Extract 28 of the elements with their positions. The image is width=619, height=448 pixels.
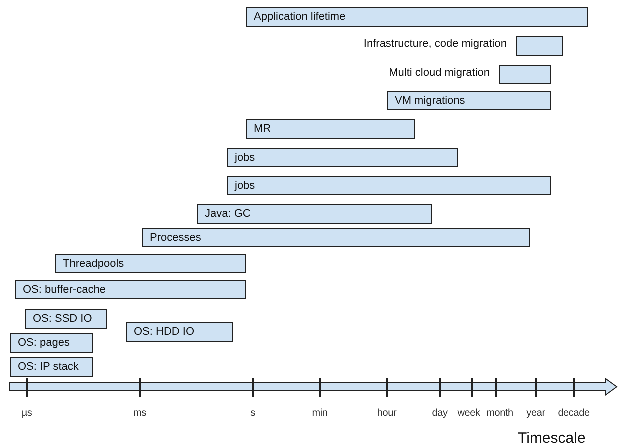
timespan-bar: OS: pages <box>10 333 93 353</box>
tick-label: year <box>526 408 546 419</box>
tick-label: decade <box>558 408 590 419</box>
timespan-bar: VM migrations <box>387 91 551 110</box>
tick-label: hour <box>377 408 397 419</box>
tick-label: month <box>486 408 514 419</box>
timespan-bar <box>499 65 551 84</box>
timespan-bar: jobs <box>227 176 551 195</box>
bar-label: Multi cloud migration <box>389 66 490 80</box>
timespan-bar: OS: buffer-cache <box>15 280 246 299</box>
timespan-bar: jobs <box>227 148 458 167</box>
tick-label: s <box>250 408 256 419</box>
tick-label: min <box>312 408 328 419</box>
timespan-bar: OS: IP stack <box>10 357 93 377</box>
bar-label: Infrastructure, code migration <box>364 37 507 51</box>
tick-label: µs <box>22 408 32 419</box>
timespan-bar <box>516 36 563 56</box>
timespan-bar: MR <box>246 119 415 139</box>
tick-label: ms <box>134 408 146 419</box>
axis-title: Timescale <box>518 430 586 447</box>
tick-label: day <box>432 408 448 419</box>
timespan-bar: Processes <box>142 228 530 247</box>
timespan-bar: OS: HDD IO <box>126 322 233 342</box>
tick-label: week <box>458 408 480 419</box>
timespan-bar: Application lifetime <box>246 7 588 27</box>
timespan-bar: Threadpools <box>55 254 246 273</box>
timespan-bar: Java: GC <box>197 204 432 224</box>
timespan-bar: OS: SSD IO <box>25 309 107 329</box>
